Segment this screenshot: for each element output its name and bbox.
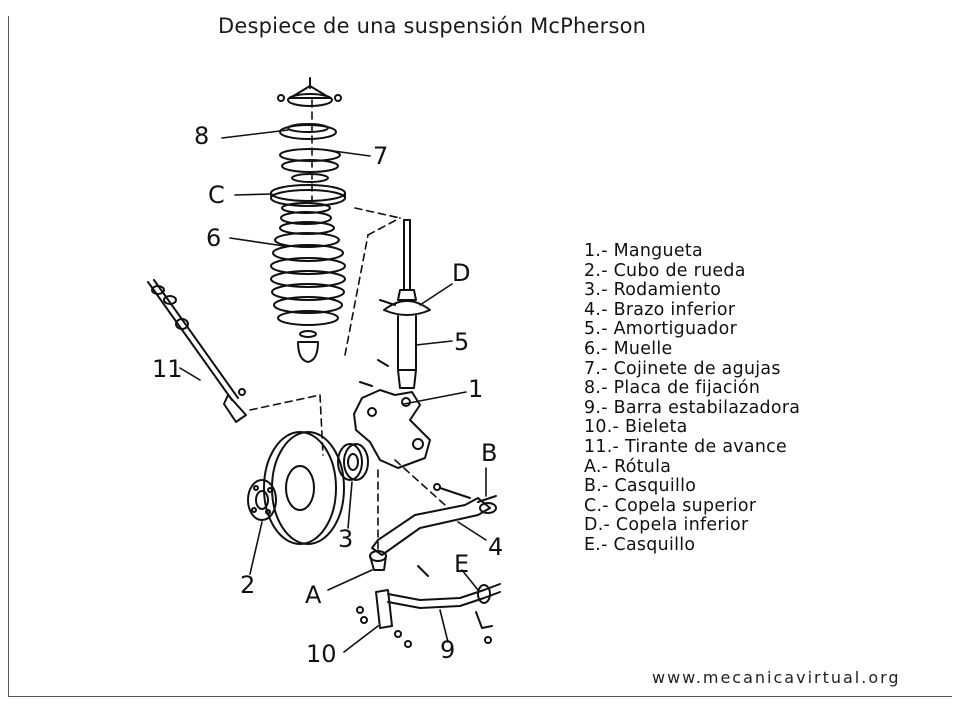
legend-item: 2.- Cubo de rueda [584, 260, 746, 281]
legend-item: 8.- Placa de fijación [584, 378, 761, 399]
legend-item: A.- Rótula [584, 456, 672, 477]
lower-control-arm-4 [371, 483, 491, 556]
legend-item: 7.- Cojinete de agujas [584, 358, 781, 379]
needle-bearing-7 [279, 148, 341, 183]
stabilizer-link-10 [356, 565, 429, 648]
diagram-title: Despiece de una suspensión McPherson [218, 14, 647, 38]
callout-2: 2 [240, 571, 256, 599]
callout-3: 3 [338, 525, 354, 553]
legend-item: E.- Casquillo [584, 534, 696, 555]
legend-item: 6.- Muelle [584, 338, 673, 359]
brake-disc [263, 431, 345, 545]
tension-rod-11 [147, 279, 247, 423]
legend-item: 3.- Rodamiento [584, 280, 722, 301]
legend-item: C.- Copela superior [584, 495, 757, 516]
top-mount-cap [277, 77, 342, 107]
wheel-bearing-3 [337, 443, 369, 481]
wheel-hub-2 [247, 479, 277, 521]
callout-5: 5 [454, 328, 470, 356]
ball-joint-a [369, 550, 387, 571]
callout-c: C [208, 181, 225, 209]
callout-b: B [481, 439, 498, 467]
bump-stop [297, 330, 319, 363]
parts-legend: 1.- Mangueta 2.- Cubo de rueda 3.- Rodam… [584, 241, 801, 556]
legend-item: 5.- Amortiguador [584, 319, 738, 340]
frame-left-border [8, 16, 9, 696]
frame-bottom-border [8, 696, 952, 697]
legend-item: 1.- Mangueta [584, 241, 703, 261]
coil-spring-6 [270, 202, 346, 326]
upper-spring-seat-c [270, 184, 346, 207]
callout-11: 11 [152, 355, 183, 383]
legend-item: B.- Casquillo [584, 476, 697, 497]
bushing-b [477, 495, 497, 514]
legend-item: D.- Copela inferior [584, 515, 749, 536]
stabilizer-bar-9 [387, 583, 501, 644]
callout-e: E [454, 550, 470, 578]
source-credit: www.mecanicavirtual.org [652, 668, 901, 687]
callout-1: 1 [468, 375, 484, 403]
callout-9: 9 [440, 636, 456, 664]
callout-4: 4 [488, 533, 504, 561]
legend-item: 9.- Barra estabilazadora [584, 397, 801, 418]
callout-10: 10 [306, 640, 337, 668]
shock-absorber-5 [379, 219, 431, 389]
legend-item: 10.- Bieleta [584, 417, 688, 438]
callout-7: 7 [373, 142, 389, 170]
callout-8: 8 [194, 122, 210, 150]
callout-6: 6 [206, 224, 222, 252]
assembly-guide-lines [249, 99, 446, 551]
legend-item: 11.- Tirante de avance [584, 436, 788, 457]
leader-lines [179, 129, 487, 653]
mounting-plate-8 [279, 123, 337, 140]
callout-d: D [452, 259, 471, 287]
legend-item: 4.- Brazo inferior [584, 299, 736, 320]
callout-a: A [305, 581, 322, 609]
steering-knuckle-1 [353, 359, 431, 469]
